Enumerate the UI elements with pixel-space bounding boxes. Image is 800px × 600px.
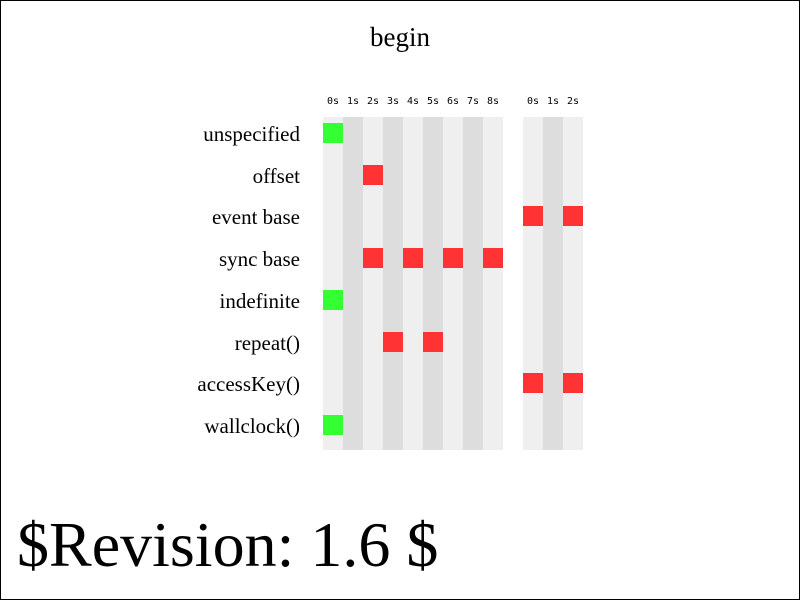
row-label: event base — [211, 205, 300, 230]
active-marker — [323, 414, 343, 435]
timeline-a-column — [343, 117, 363, 450]
begin-marker — [403, 248, 423, 269]
timeline-a-tick: 6s — [446, 96, 460, 107]
row-label: repeat() — [234, 330, 300, 355]
begin-marker — [423, 331, 443, 352]
timeline-b-tick: 2s — [566, 96, 580, 107]
timeline-a-column — [383, 117, 403, 450]
timeline-a-tick: 8s — [486, 96, 500, 107]
timeline-a-column — [323, 117, 343, 450]
timeline-a-tick: 1s — [346, 96, 360, 107]
revision-label: $Revision: 1.6 $ — [17, 509, 439, 580]
page-title: begin — [370, 22, 430, 52]
begin-marker — [523, 206, 543, 227]
timeline-b-tick: 0s — [526, 96, 540, 107]
active-marker — [323, 123, 343, 143]
timeline-a-column — [423, 117, 443, 450]
timeline-b-column — [523, 117, 543, 450]
begin-marker — [363, 164, 383, 185]
begin-marker — [443, 248, 463, 269]
row-label: sync base — [218, 247, 300, 272]
timeline-a-column — [443, 117, 463, 450]
timeline-a-column — [403, 117, 423, 450]
timeline-a-column — [463, 117, 483, 450]
begin-marker — [563, 373, 583, 394]
timeline-b-column — [563, 117, 583, 450]
row-label: indefinite — [219, 288, 300, 313]
timeline-a-column — [483, 117, 503, 450]
begin-marker — [383, 331, 403, 352]
row-label: unspecified — [203, 122, 300, 146]
timeline-a-tick: 5s — [426, 96, 440, 107]
timeline-b-column — [543, 117, 563, 450]
timeline-a-tick: 0s — [326, 96, 340, 107]
timeline-a-tick: 3s — [386, 96, 400, 107]
begin-marker — [363, 248, 383, 269]
begin-marker — [523, 373, 543, 394]
row-label: offset — [252, 163, 300, 188]
timeline-a-tick: 2s — [366, 96, 380, 107]
begin-marker — [483, 248, 503, 269]
timeline-a-tick: 7s — [466, 96, 480, 107]
timeline-a-tick: 4s — [406, 96, 420, 107]
row-label: wallclock() — [204, 413, 300, 438]
active-marker — [323, 289, 343, 310]
begin-marker — [563, 206, 583, 227]
timeline-b-tick: 1s — [546, 96, 560, 107]
timeline-a-column — [363, 117, 383, 450]
row-label: accessKey() — [197, 372, 300, 397]
